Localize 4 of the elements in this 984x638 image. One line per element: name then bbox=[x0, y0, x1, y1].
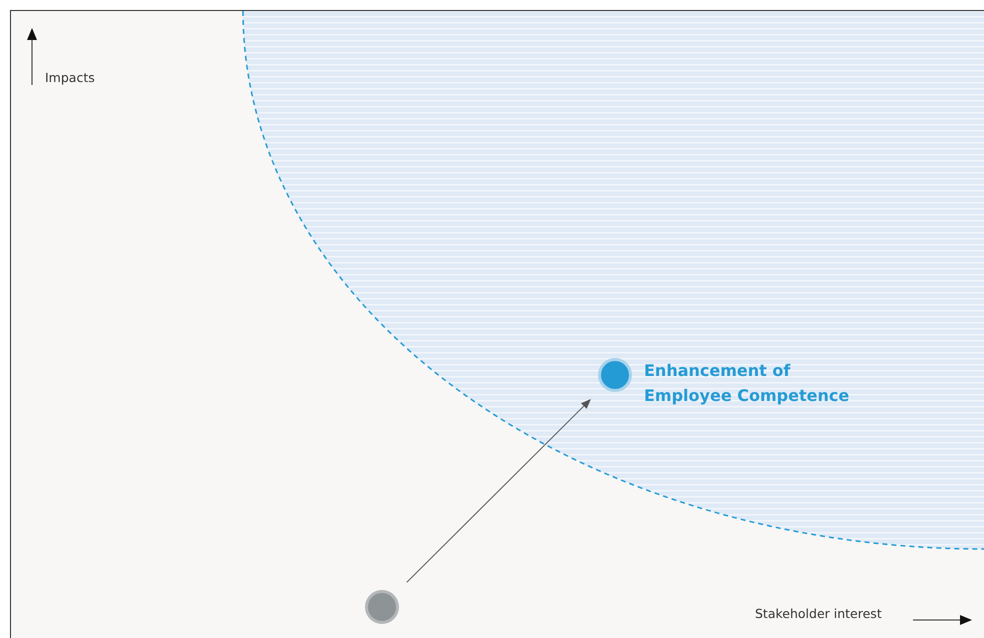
axis-label: Stakeholder interest bbox=[755, 606, 882, 621]
arrow bbox=[406, 399, 591, 583]
axis-label: Impacts bbox=[45, 70, 95, 85]
topic-label: Enhancement of Employee Competence bbox=[644, 360, 850, 407]
